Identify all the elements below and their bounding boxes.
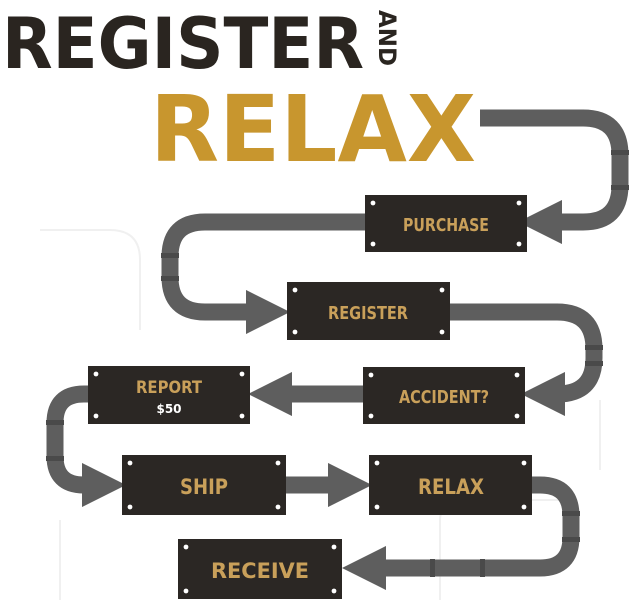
step-plates: PURCHASE REGISTER ACCIDENT? bbox=[88, 195, 532, 599]
title-line-register: REGISTER bbox=[2, 3, 364, 85]
rivet bbox=[127, 504, 133, 510]
pipe-joints bbox=[46, 150, 629, 577]
rivet bbox=[370, 200, 376, 206]
rivet bbox=[368, 413, 374, 419]
rivet bbox=[514, 372, 520, 378]
pipe-joint bbox=[46, 456, 64, 461]
plate-background bbox=[122, 455, 286, 515]
step-label-register: REGISTER bbox=[328, 303, 408, 324]
rivet bbox=[239, 371, 245, 377]
rivet bbox=[93, 413, 99, 419]
rivet bbox=[370, 241, 376, 247]
pipe-title-to-purchase bbox=[480, 109, 629, 245]
rivet bbox=[521, 504, 527, 510]
plate-rivets bbox=[374, 460, 527, 510]
step-sublabel-report-fee: $50 bbox=[156, 402, 181, 416]
rivet bbox=[292, 287, 298, 293]
pipe-joint bbox=[46, 420, 64, 425]
plate-rivets bbox=[370, 200, 522, 247]
title: REGISTER AND RELAX bbox=[2, 3, 476, 183]
rivet bbox=[374, 460, 380, 466]
step-label-purchase: PURCHASE bbox=[403, 215, 489, 236]
step-plate-register: REGISTER bbox=[287, 282, 450, 340]
rivet bbox=[516, 200, 522, 206]
plate-background bbox=[178, 539, 342, 599]
rivet bbox=[127, 460, 133, 466]
pipe-joint bbox=[430, 559, 435, 577]
step-plate-ship: SHIP bbox=[122, 455, 286, 515]
step-label-relax: RELAX bbox=[418, 475, 484, 499]
plate-rivets bbox=[368, 372, 520, 419]
pipe-joint bbox=[562, 537, 580, 542]
step-label-report: REPORT bbox=[136, 378, 202, 398]
rivet bbox=[292, 329, 298, 335]
rivet bbox=[439, 287, 445, 293]
pipe-register-to-accident bbox=[450, 303, 603, 417]
pipe-report-to-ship bbox=[46, 385, 127, 508]
plate-rivets bbox=[292, 287, 445, 335]
step-plate-receive: RECEIVE bbox=[178, 539, 342, 599]
pipe-joint bbox=[585, 361, 603, 366]
pipe-joint bbox=[161, 253, 179, 258]
rivet bbox=[514, 413, 520, 419]
step-label-ship: SHIP bbox=[180, 475, 228, 499]
rivet bbox=[516, 241, 522, 247]
rivet bbox=[239, 413, 245, 419]
plate-background bbox=[369, 455, 532, 515]
step-plate-accident: ACCIDENT? bbox=[363, 367, 525, 424]
rivet bbox=[368, 372, 374, 378]
rivet bbox=[183, 588, 189, 594]
plate-rivets bbox=[183, 544, 337, 594]
title-line-relax: RELAX bbox=[150, 76, 476, 183]
rivet bbox=[331, 588, 337, 594]
pipes bbox=[46, 109, 629, 591]
plate-rivets bbox=[127, 460, 281, 510]
plate-rivets bbox=[93, 371, 245, 419]
pipe-joint bbox=[585, 345, 603, 350]
rivet bbox=[374, 504, 380, 510]
rivet bbox=[93, 371, 99, 377]
rivet bbox=[275, 504, 281, 510]
title-connector-and: AND bbox=[373, 10, 401, 66]
step-plate-purchase: PURCHASE bbox=[365, 195, 527, 252]
plate-background bbox=[363, 367, 525, 424]
rivet bbox=[183, 544, 189, 550]
rivet bbox=[439, 329, 445, 335]
step-label-receive: RECEIVE bbox=[211, 559, 309, 583]
pipe-relax-to-receive bbox=[341, 476, 580, 591]
plate-background bbox=[287, 282, 450, 340]
rivet bbox=[521, 460, 527, 466]
pipe-purchase-to-register bbox=[161, 213, 365, 335]
plate-background bbox=[365, 195, 527, 252]
pipe-joint bbox=[480, 559, 485, 577]
pipe-joint bbox=[562, 511, 580, 516]
pipe-joint bbox=[611, 185, 629, 190]
step-label-accident: ACCIDENT? bbox=[399, 387, 489, 408]
rivet bbox=[331, 544, 337, 550]
step-plate-report: REPORT $50 bbox=[88, 366, 250, 424]
pipe-joint bbox=[161, 276, 179, 281]
rivet bbox=[275, 460, 281, 466]
step-plate-relax: RELAX bbox=[369, 455, 532, 515]
plate-background bbox=[88, 366, 250, 424]
pipe-joint bbox=[611, 150, 629, 155]
